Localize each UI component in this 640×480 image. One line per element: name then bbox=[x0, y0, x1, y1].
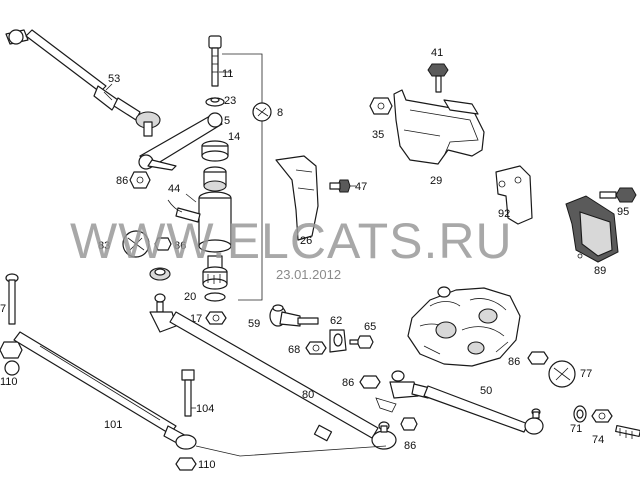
part-20-splined-shaft[interactable] bbox=[202, 255, 228, 302]
part-cap[interactable] bbox=[149, 267, 171, 281]
callout-26: 26 bbox=[300, 235, 312, 247]
part-104-bolt[interactable] bbox=[181, 369, 195, 417]
callout-83: 83 bbox=[98, 240, 110, 252]
part-62-boot[interactable] bbox=[329, 329, 347, 353]
callout-77: 77 bbox=[580, 368, 592, 380]
part-86-nut-mid[interactable] bbox=[154, 237, 172, 251]
callout-68: 68 bbox=[288, 344, 300, 356]
part-86-nut-left[interactable] bbox=[129, 171, 151, 189]
callout-29: 29 bbox=[430, 175, 442, 187]
part-35-clip[interactable] bbox=[369, 97, 393, 115]
part-14-bushing[interactable] bbox=[201, 140, 229, 192]
callout-74: 74 bbox=[592, 434, 604, 446]
callout-59: 59 bbox=[248, 318, 260, 330]
part-110-nut-top[interactable] bbox=[0, 341, 23, 359]
part-17-nut[interactable] bbox=[205, 311, 227, 325]
callout-71: 71 bbox=[570, 423, 582, 435]
part-80-center-rod[interactable] bbox=[149, 293, 397, 450]
part-92-bracket[interactable] bbox=[495, 165, 533, 225]
callout-86-e: 86 bbox=[508, 356, 520, 368]
callout-47: 47 bbox=[355, 181, 367, 193]
callout-35: 35 bbox=[372, 129, 384, 141]
callout-50: 50 bbox=[480, 385, 492, 397]
callout-8: 8 bbox=[277, 107, 283, 119]
part-77-wrench-symbol[interactable] bbox=[548, 360, 576, 388]
callout-89: 89 bbox=[594, 265, 606, 277]
part-59-tie-rod-end[interactable] bbox=[269, 304, 319, 327]
callout-41: 41 bbox=[431, 47, 443, 59]
part-74-nut[interactable] bbox=[591, 409, 613, 423]
callout-62: 62 bbox=[330, 315, 342, 327]
part-bolt-bottom-right[interactable] bbox=[615, 424, 640, 439]
part-83-wrench-symbol[interactable] bbox=[122, 230, 150, 258]
callout-65: 65 bbox=[364, 321, 376, 333]
part-29-bracket[interactable] bbox=[393, 89, 485, 165]
callout-7: 7 bbox=[0, 303, 6, 315]
callout-95: 95 bbox=[617, 206, 629, 218]
callout-5: 5 bbox=[224, 115, 230, 127]
callout-23: 23 bbox=[224, 95, 236, 107]
part-89-shield[interactable] bbox=[565, 195, 619, 263]
part-11-bolt[interactable] bbox=[208, 35, 222, 87]
part-50-tie-rod[interactable] bbox=[375, 370, 544, 435]
part-71-washer[interactable] bbox=[573, 405, 587, 423]
watermark-date: 23.01.2012 bbox=[276, 267, 341, 282]
part-5-pitman-arm[interactable] bbox=[138, 112, 223, 171]
part-101-relay-rod[interactable] bbox=[4, 331, 197, 450]
part-53-tie-rod[interactable] bbox=[5, 29, 161, 137]
callout-110-b: 110 bbox=[198, 459, 216, 471]
part-95-bolt[interactable] bbox=[599, 187, 637, 203]
part-110-nut-bottom[interactable] bbox=[175, 457, 197, 471]
callout-11: 11 bbox=[222, 68, 233, 80]
part-47-bolt[interactable] bbox=[329, 179, 351, 193]
callout-86-c: 86 bbox=[342, 377, 354, 389]
watermark-text: WWW.ELCATS.RU bbox=[70, 213, 513, 269]
steering-gear-box[interactable] bbox=[407, 286, 521, 367]
callout-92: 92 bbox=[498, 208, 510, 220]
part-86-nut-right-b[interactable] bbox=[400, 417, 418, 431]
part-86-nut-right-c[interactable] bbox=[527, 351, 549, 365]
callout-86-a: 86 bbox=[116, 175, 128, 187]
part-44-idler-housing[interactable] bbox=[167, 191, 232, 253]
callout-20: 20 bbox=[184, 291, 196, 303]
part-26-bracket[interactable] bbox=[275, 155, 319, 241]
part-23-washer[interactable] bbox=[205, 97, 225, 107]
callout-53: 53 bbox=[108, 73, 120, 85]
callout-14: 14 bbox=[228, 131, 240, 143]
callout-44: 44 bbox=[168, 183, 180, 195]
part-86-nut-right-a[interactable] bbox=[359, 375, 381, 389]
callout-80: 80 bbox=[302, 389, 314, 401]
part-68-nut[interactable] bbox=[305, 341, 327, 355]
callout-101: 101 bbox=[104, 419, 122, 431]
callout-104: 104 bbox=[196, 403, 214, 415]
callout-110-a: 110 bbox=[0, 376, 18, 388]
callout-86-b: 86 bbox=[174, 240, 186, 252]
part-7-bolt[interactable] bbox=[5, 273, 19, 325]
part-41-bolt[interactable] bbox=[427, 63, 449, 93]
callout-86-d: 86 bbox=[404, 440, 416, 452]
part-65-bolt[interactable] bbox=[349, 335, 374, 349]
